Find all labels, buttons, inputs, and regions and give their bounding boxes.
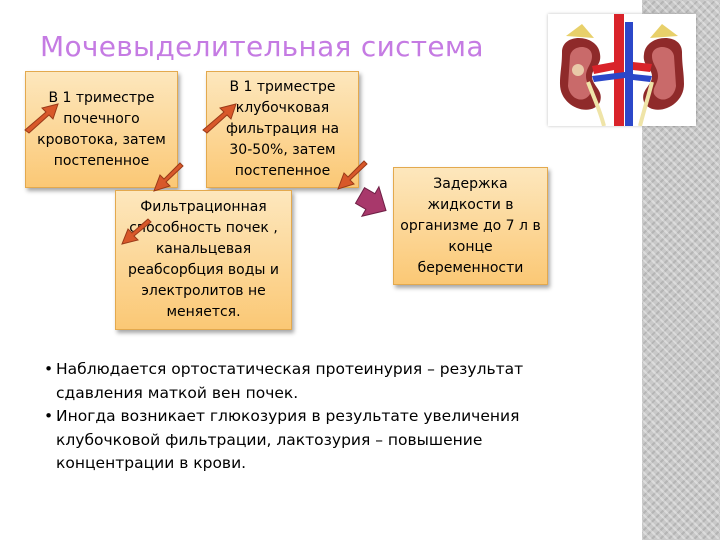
increase-arrow-icon bbox=[202, 103, 237, 134]
page-title: Мочевыделительная система bbox=[40, 30, 484, 63]
decrease-arrow-icon bbox=[121, 218, 152, 245]
kidneys-anatomy-icon bbox=[560, 14, 684, 127]
box-fluid-retention-text: Задержка жидкости в организме до 7 л в к… bbox=[400, 175, 541, 276]
list-item-text: Иногда возникает глюкозурия в результате… bbox=[56, 407, 520, 472]
box-glomerular-filtration: В 1 триместре клубочковая фильтрация на … bbox=[206, 71, 359, 188]
box-filtration-capacity-text: Фильтрационная способность почек , канал… bbox=[127, 199, 280, 320]
box-renal-blood-flow-text: В 1 триместре почечного кровотока, затем… bbox=[37, 89, 166, 169]
decrease-arrow-icon bbox=[337, 160, 368, 190]
increase-arrow-icon bbox=[24, 103, 59, 134]
list-item: • Иногда возникает глюкозурия в результа… bbox=[26, 405, 566, 476]
box-fluid-retention: Задержка жидкости в организме до 7 л в к… bbox=[393, 167, 548, 285]
notes-list: • Наблюдается ортостатическая протеинури… bbox=[26, 358, 566, 476]
decrease-arrow-icon bbox=[153, 162, 184, 192]
kidneys-illustration bbox=[548, 14, 696, 127]
box-glomerular-filtration-text: В 1 триместре клубочковая фильтрация на … bbox=[225, 79, 340, 179]
list-item: • Наблюдается ортостатическая протеинури… bbox=[26, 358, 566, 405]
pointer-arrow-icon bbox=[354, 185, 387, 217]
box-renal-blood-flow: В 1 триместре почечного кровотока, затем… bbox=[25, 71, 178, 188]
bullet-marker: • bbox=[44, 407, 54, 425]
list-item-text: Наблюдается ортостатическая протеинурия … bbox=[56, 360, 524, 402]
box-filtration-capacity: Фильтрационная способность почек , канал… bbox=[115, 190, 292, 330]
bullet-marker: • bbox=[44, 360, 54, 378]
